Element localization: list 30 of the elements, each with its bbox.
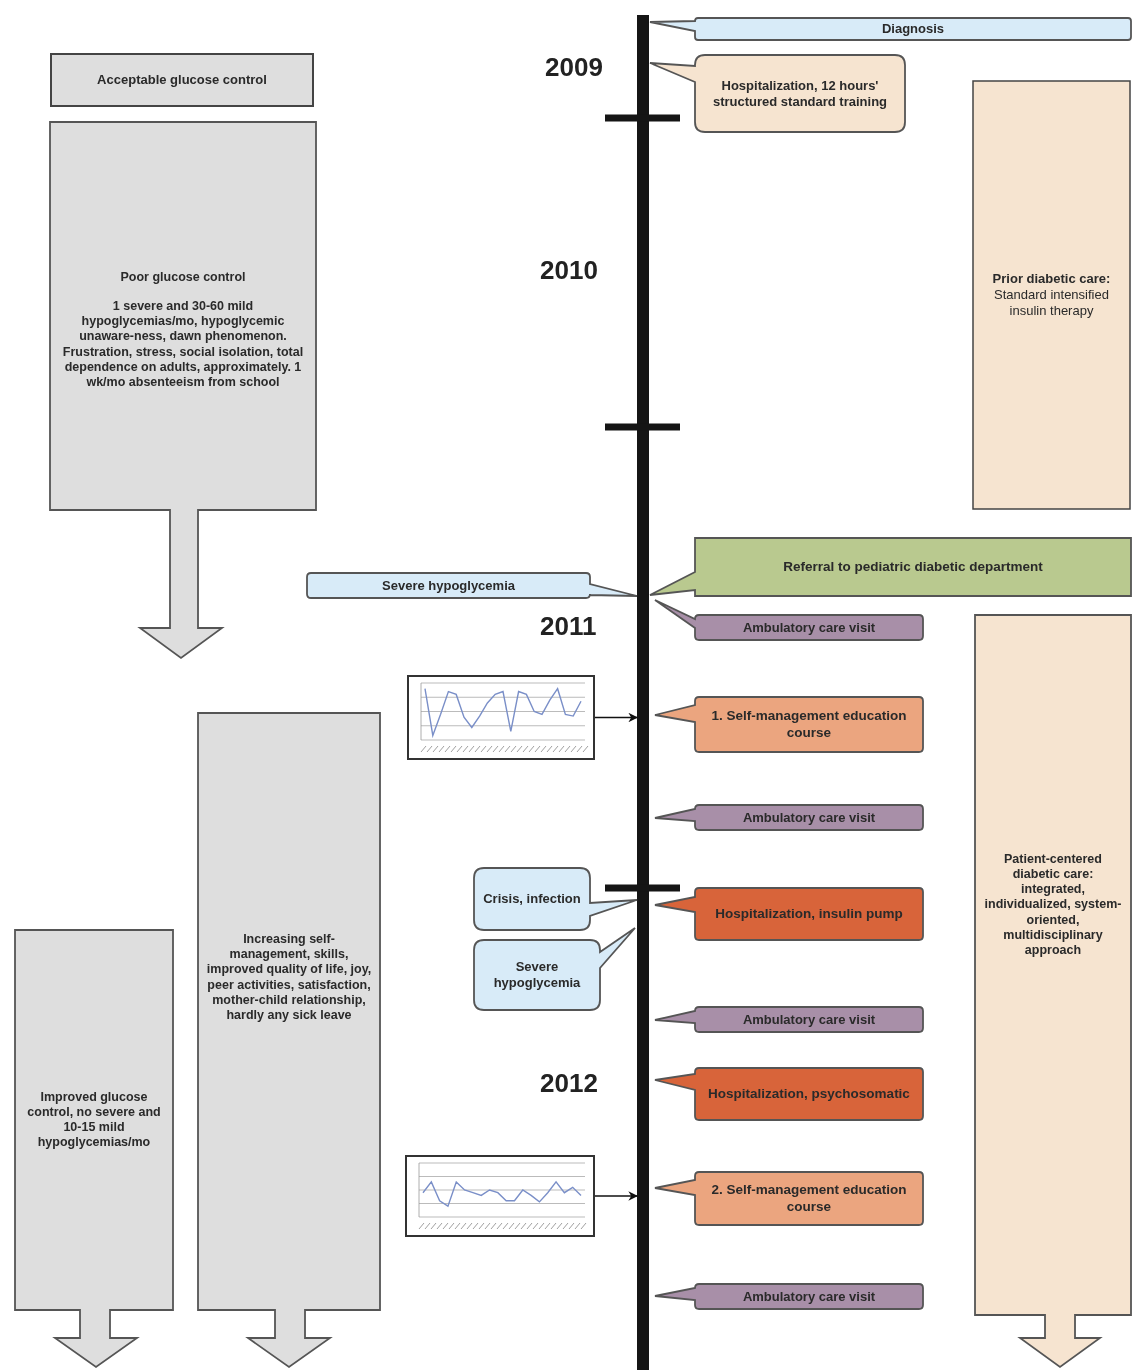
box-text: Referral to pediatric diabetic department [783,558,1043,576]
box-text: Standard intensified insulin therapy [993,287,1110,319]
box-text: 1. Self-management education course [710,708,908,741]
box-text: 1 severe and 30-60 mild hypoglycemias/mo, hypoglycemic unaware-ness, dawn phenomenon. Frustration, stress, social isolation, total dependence on adults, approximately. 1 wk/mo absenteeism from school [61,298,305,391]
timeline-bar [637,15,649,1370]
box-text: Ambulatory care visit [742,1288,876,1305]
box-heading: Patient-centered diabetic care: [1003,851,1103,883]
box-text: Hospitalization, insulin pump [715,905,903,923]
year-label: 2009 [545,52,603,83]
year-label: 2010 [540,255,598,286]
box-text: Diagnosis [881,21,945,37]
box-text: Improved glucose control, no severe and 10-15 mild hypoglycemias/mo [26,1089,162,1151]
year-label: 2012 [540,1068,598,1099]
box-text: Crisis, infection [483,891,581,907]
box-text: 2. Self-management education course [710,1182,908,1215]
box-heading: Poor glucose control [120,269,246,285]
box-text: integrated, individualized, system-oriented, multidisciplinary approach [983,882,1123,959]
arrow [594,712,638,723]
box-text: Hospitalization, 12 hours' structured standard training [711,77,889,110]
arrow [594,1191,638,1201]
box-heading: Prior diabetic care: [992,271,1111,288]
year-label: 2011 [540,611,597,642]
box-text: Ambulatory care visit [742,619,876,636]
box-text: Ambulatory care visit [742,809,876,826]
box-text: Severe hypoglycemia [382,577,515,594]
box-text: Hospitalization, psychosomatic [708,1085,910,1103]
box-text: Increasing self-management, skills, improved quality of life, joy, peer activities, satisfaction, mother-child relationship, hardly any sick leave [205,931,373,1024]
box-text: Acceptable glucose control [97,72,267,88]
box-text: Ambulatory care visit [742,1011,876,1028]
box-text: Severe hypoglycemia [492,959,582,991]
